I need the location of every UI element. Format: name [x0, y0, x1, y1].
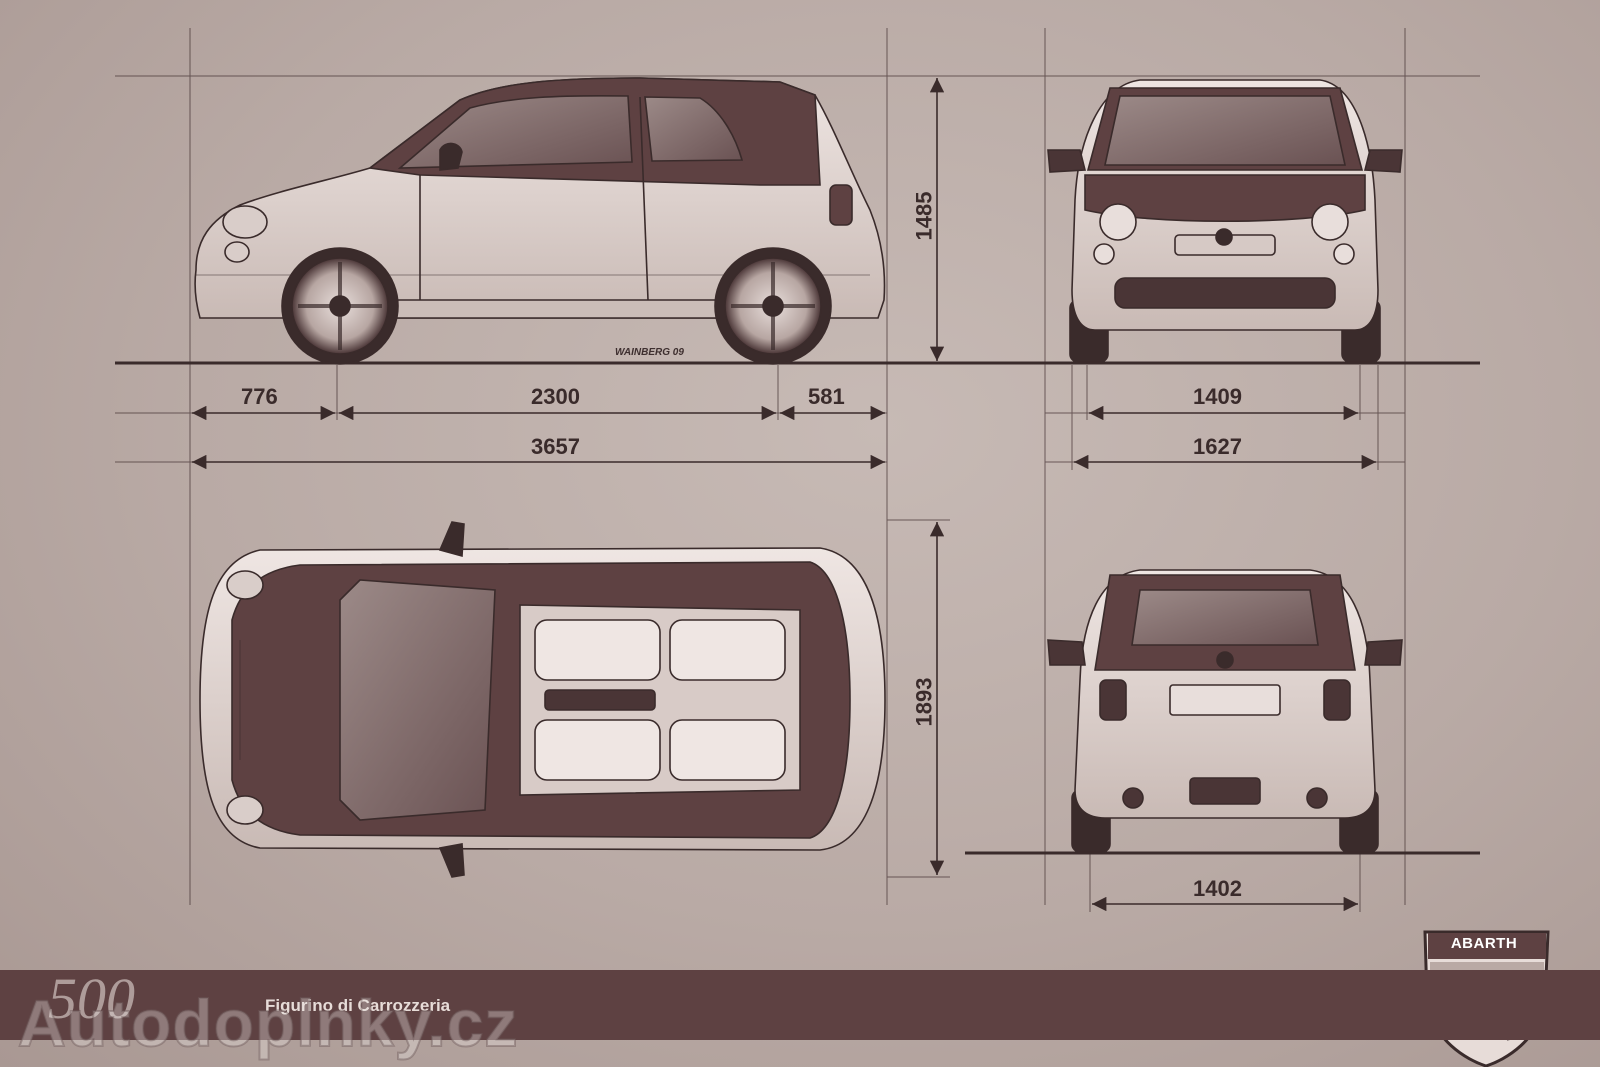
- dim-body-width: 1627: [1193, 434, 1242, 459]
- tagline: Figurino di Carrozzeria: [265, 996, 451, 1015]
- dim-rear-overhang: 581: [808, 384, 845, 409]
- dim-wheelbase: 2300: [531, 384, 580, 409]
- car-rear-view: [1047, 569, 1403, 853]
- dim-front-overhang: 776: [241, 384, 278, 409]
- dim-overall-length: 3657: [531, 434, 580, 459]
- car-top-view: [199, 521, 886, 878]
- dim-height: 1485: [911, 191, 937, 241]
- badge-text: ABARTH: [1450, 935, 1518, 952]
- model-logo: 500: [48, 966, 135, 1031]
- dim-mirror-width: 1893: [911, 677, 937, 727]
- footer-banner: [0, 970, 1600, 1040]
- watermark: Autodoplnky.cz: [17, 985, 519, 1061]
- dimension-arrows: [192, 78, 1376, 912]
- dim-rear-track: 1402: [1193, 876, 1242, 901]
- dim-front-track: 1409: [1193, 384, 1242, 409]
- designer-signature: WAINBERG 09: [615, 347, 684, 358]
- car-front-view: [1047, 79, 1403, 363]
- car-side-view: [194, 77, 886, 365]
